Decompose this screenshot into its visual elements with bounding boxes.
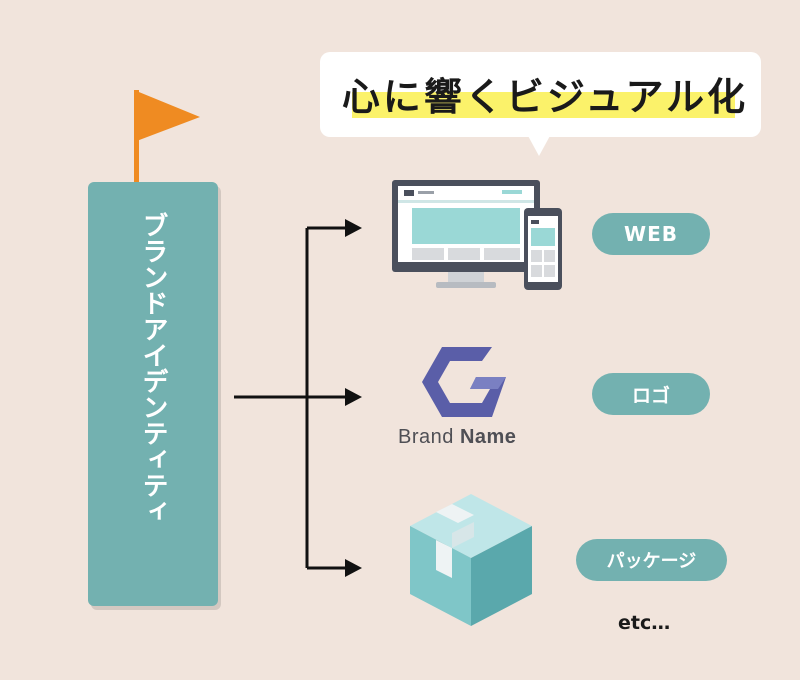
brand-identity-label: ブランドアイデンティティ [138, 212, 168, 524]
speech-bubble-tail [527, 134, 551, 156]
arrow-package [345, 559, 362, 577]
arrow-logo [345, 388, 362, 406]
heading-highlight [352, 92, 735, 118]
package-box-icon [410, 494, 532, 626]
heading-text: 心に響くビジュアル化 [341, 74, 749, 119]
category-pill-package: パッケージ [576, 539, 727, 581]
brand-identity-node: ブランドアイデンティティ [88, 182, 218, 606]
flag-icon [134, 90, 200, 182]
brand-name-text: Brand Name [398, 426, 516, 449]
etc-note: etc… [618, 612, 671, 634]
arrow-web [345, 219, 362, 237]
category-pill-logo: ロゴ [592, 373, 710, 415]
devices-icon [392, 180, 562, 290]
category-pill-web: WEB [592, 213, 710, 255]
brand-logo-icon [422, 347, 506, 417]
name-word: Name [459, 426, 517, 448]
brand-word: Brand [398, 426, 454, 448]
